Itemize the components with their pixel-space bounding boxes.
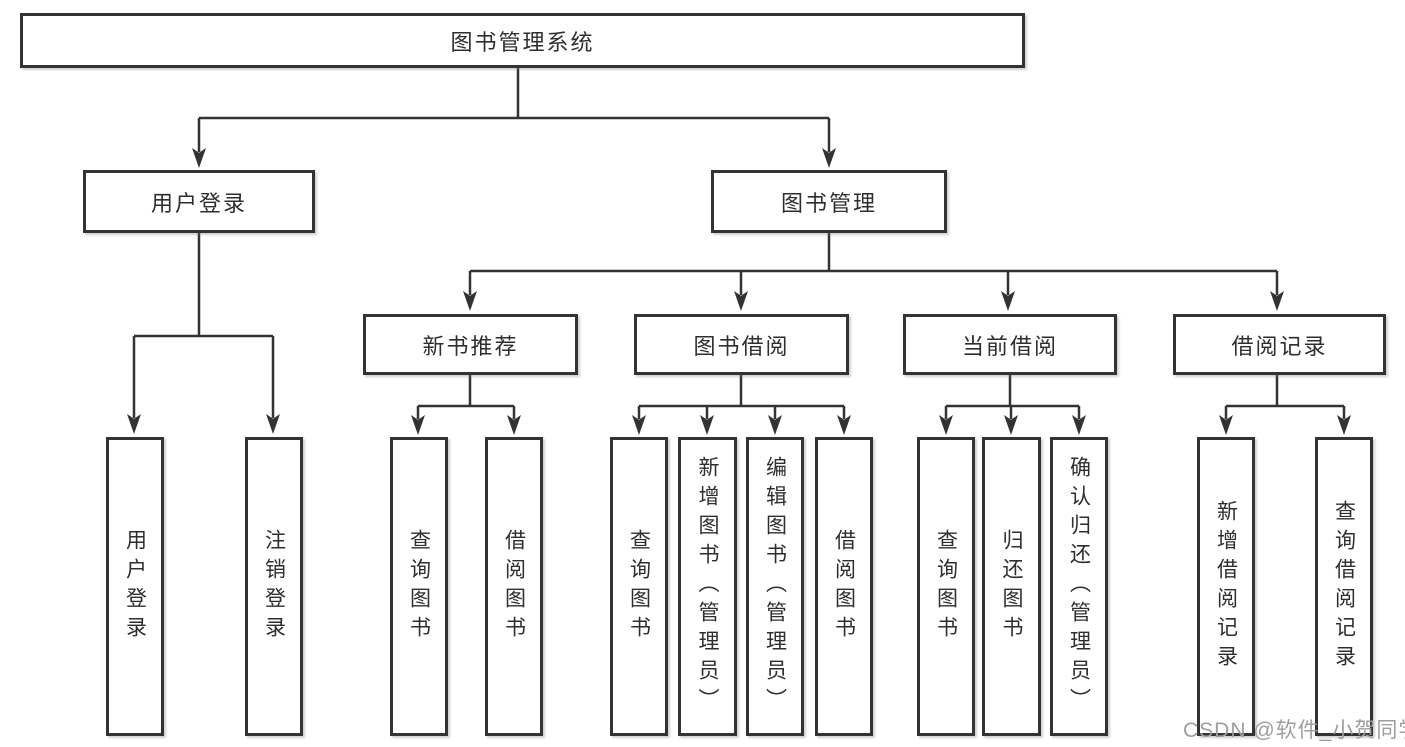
node-label: 新增图书（管理员）: [696, 456, 719, 717]
node-label: 当前借阅: [961, 333, 1058, 359]
node-borrow-records: 借阅记录: [1173, 314, 1386, 375]
leaf-br-add-record: 新增借阅记录: [1197, 437, 1255, 736]
leaf-bb-edit-book-admin: 编辑图书（管理员）: [746, 437, 804, 736]
node-user-login: 用户登录: [83, 170, 315, 233]
leaf-br-query-record: 查询借阅记录: [1315, 437, 1373, 736]
leaf-user-login: 用户登录: [106, 437, 164, 736]
leaf-cb-query-book: 查询图书: [917, 437, 975, 736]
node-label: 归还图书: [1000, 528, 1023, 645]
node-root: 图书管理系统: [20, 13, 1025, 68]
node-label: 查询图书: [627, 528, 651, 645]
node-label: 编辑图书（管理员）: [763, 456, 787, 717]
node-label: 确认归还（管理员）: [1067, 456, 1091, 717]
leaf-nb-query-book: 查询图书: [390, 437, 448, 736]
node-label: 新书推荐: [422, 333, 519, 359]
leaf-cb-return-book: 归还图书: [982, 437, 1041, 736]
leaf-nb-borrow-book: 借阅图书: [485, 437, 543, 736]
node-label: 图书管理: [780, 190, 877, 216]
node-current-borrow: 当前借阅: [903, 314, 1117, 375]
leaf-logout-login: 注销登录: [245, 437, 303, 736]
node-label: 图书借阅: [693, 333, 790, 359]
node-label: 新增借阅记录: [1214, 499, 1238, 674]
leaf-cb-confirm-return-admin: 确认归还（管理员）: [1050, 437, 1108, 736]
node-label: 用户登录: [150, 190, 247, 216]
node-label: 借阅图书: [832, 528, 856, 645]
node-book-management: 图书管理: [711, 170, 947, 233]
node-new-book-recommend: 新书推荐: [363, 314, 578, 375]
node-label: 查询图书: [407, 528, 431, 645]
node-book-borrow: 图书借阅: [634, 314, 849, 375]
leaf-bb-add-book-admin: 新增图书（管理员）: [678, 437, 737, 736]
csdn-watermark: CSDN @软件_小贺同学: [1183, 719, 1405, 742]
node-label: 查询借阅记录: [1332, 499, 1356, 674]
leaf-bb-query-book: 查询图书: [610, 437, 668, 736]
node-label: 用户登录: [123, 528, 147, 645]
leaf-bb-borrow-book: 借阅图书: [815, 437, 873, 736]
node-label: 借阅图书: [502, 528, 526, 645]
node-label: 图书管理系统: [450, 29, 595, 55]
node-label: 查询图书: [934, 528, 958, 645]
node-label: 注销登录: [262, 528, 286, 645]
node-label: 借阅记录: [1231, 333, 1328, 359]
